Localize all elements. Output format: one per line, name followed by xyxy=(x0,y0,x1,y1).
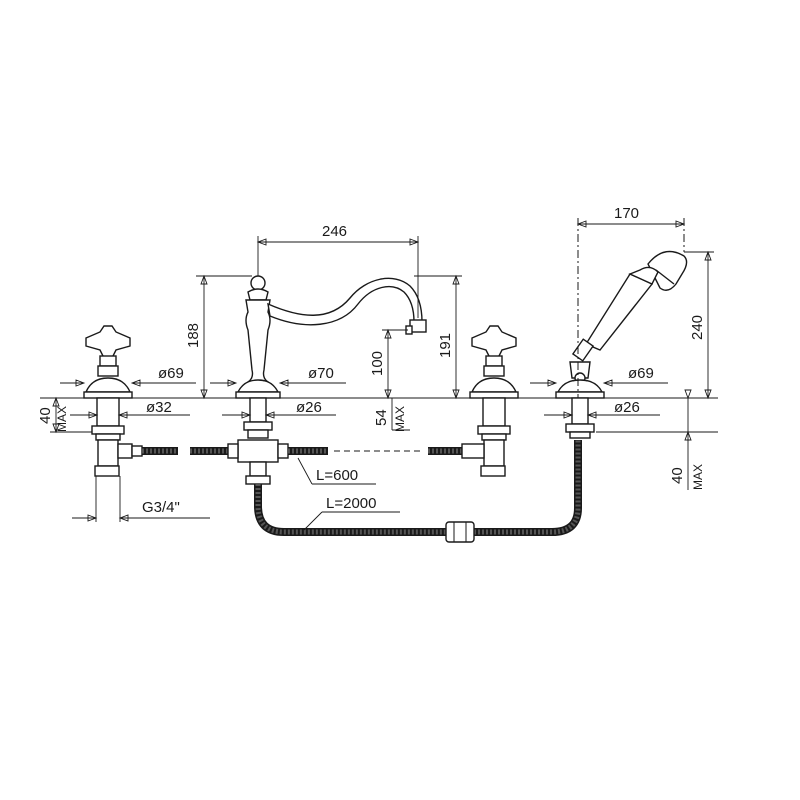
dim-dia-shower-shank: ø26 xyxy=(614,399,640,416)
dim-deck-left: 40 xyxy=(37,407,54,424)
dim-hose-short: L=600 xyxy=(316,467,358,484)
dim-deck-right-unit: MAX xyxy=(691,464,705,490)
dim-54: 54 xyxy=(373,409,390,426)
dim-100: 100 xyxy=(369,351,386,376)
left-valve xyxy=(83,325,143,477)
right-valve xyxy=(461,325,519,477)
dim-thread: G3/4" xyxy=(142,499,180,516)
dim-246: 246 xyxy=(322,223,347,240)
dimension-lines xyxy=(50,218,714,531)
dim-188: 188 xyxy=(185,323,202,348)
dim-dia-spout-base: ø70 xyxy=(308,365,334,382)
shower-hose xyxy=(254,440,582,543)
dim-191: 191 xyxy=(437,333,454,358)
dim-dia-left-shank: ø32 xyxy=(146,399,172,416)
dim-54-unit: MAX xyxy=(393,406,407,432)
dim-240: 240 xyxy=(689,315,706,340)
dim-deck-right: 40 xyxy=(669,467,686,484)
dim-hose-long: L=2000 xyxy=(326,495,376,512)
dim-dia-spout-shank: ø26 xyxy=(296,399,322,416)
dim-dia-shower-rosette: ø69 xyxy=(628,365,654,382)
dim-170: 170 xyxy=(614,205,639,222)
dim-dia-left-rosette: ø69 xyxy=(158,365,184,382)
dim-deck-left-unit: MAX xyxy=(55,406,69,432)
